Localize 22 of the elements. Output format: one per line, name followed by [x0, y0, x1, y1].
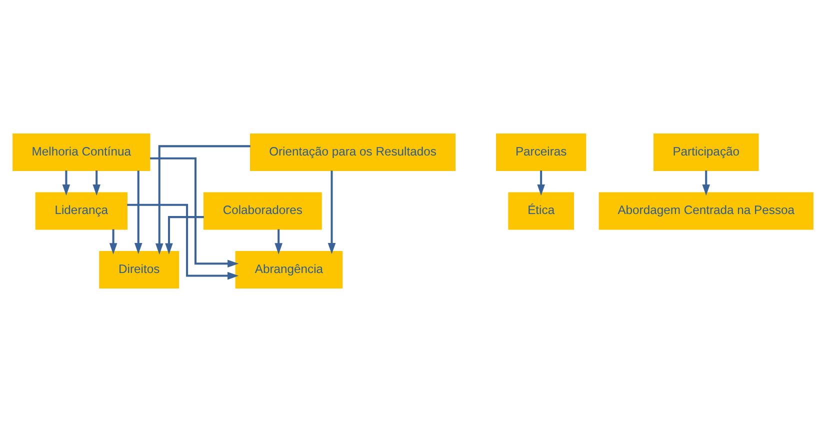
node-box: Melhoria Contínua	[12, 134, 150, 171]
node-box: Liderança	[34, 192, 127, 230]
node-box: Abordagem Centrada na Pessoa	[598, 192, 813, 230]
arrow	[536, 170, 544, 196]
arrow	[327, 170, 336, 254]
node-box: Ética	[508, 192, 574, 230]
arrow	[134, 170, 142, 254]
node-box: Colaboradores	[202, 192, 322, 230]
arrow	[126, 204, 238, 280]
arrow	[154, 145, 250, 255]
arrow	[702, 170, 710, 196]
arrow	[274, 229, 282, 254]
node-box: Parceiras	[496, 134, 586, 171]
arrow	[164, 216, 204, 254]
node-box: Abrangência	[234, 251, 342, 288]
node-box: Orientação para os Resultados	[249, 134, 456, 171]
node-box: Participação	[652, 134, 758, 171]
arrow	[92, 170, 100, 196]
arrow	[150, 157, 238, 268]
node-box: Direitos	[98, 251, 179, 288]
arrow	[62, 170, 70, 196]
arrow	[108, 229, 117, 254]
